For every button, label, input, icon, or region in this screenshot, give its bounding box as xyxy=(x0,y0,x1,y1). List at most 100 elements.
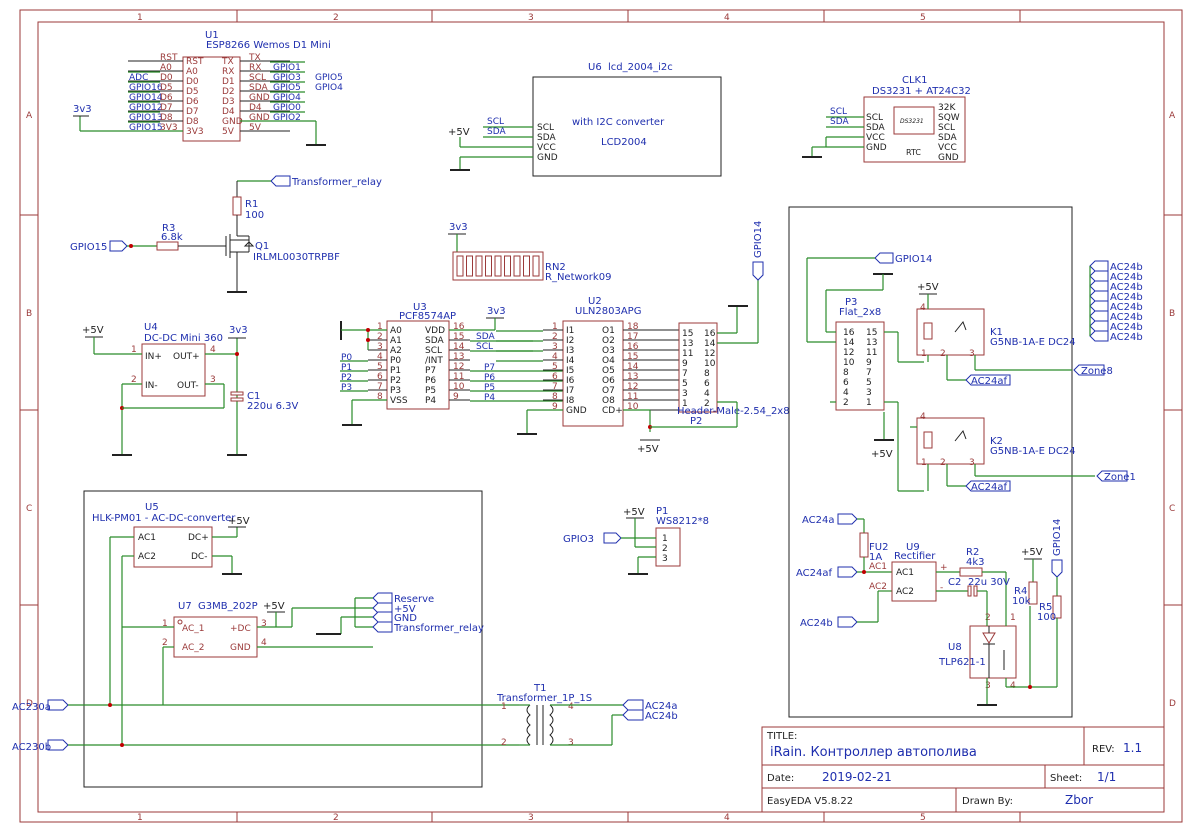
u5-pin-dcplus: DC+ xyxy=(188,533,209,543)
u6-line1: with I2C converter xyxy=(572,117,665,128)
u8-name: TLP621-1 xyxy=(938,657,986,668)
p3-left-num: 2 xyxy=(843,398,849,408)
bus-net-label: AC24b xyxy=(1110,292,1143,303)
u2-right-num: 14 xyxy=(627,362,639,372)
u7-num-2: 2 xyxy=(162,638,168,648)
u8-num-3: 3 xyxy=(985,681,991,691)
u1-right-net: GPIO5 xyxy=(273,83,301,93)
u3-left-pin: A2 xyxy=(390,346,402,356)
u6-lcd[interactable]: U6 lcd_2004_i2c with I2C converter LCD20… xyxy=(448,62,722,177)
clk1-label: RTC xyxy=(906,148,921,157)
u7-net-label: GND xyxy=(394,613,417,624)
t1-transformer[interactable]: T1 Transformer_1P_1S 1 2 4 3 AC24a AC24b xyxy=(496,683,678,748)
u7-pin-gnd: GND xyxy=(230,643,251,653)
r5-value: 100 xyxy=(1037,612,1056,623)
u2-left-num: 9 xyxy=(552,402,558,412)
frame-col-bottom-2: 2 xyxy=(333,813,339,823)
mains-input[interactable]: AC230a AC230b xyxy=(12,699,519,753)
bus-net-label: AC24b xyxy=(1110,322,1143,333)
rev-label: REV: xyxy=(1092,744,1115,755)
u6-line2: LCD2004 xyxy=(601,137,647,148)
u2-right-num: 12 xyxy=(627,382,638,392)
u1-right-net: GPIO2 xyxy=(273,113,301,123)
u5-5v: +5V xyxy=(228,516,250,527)
u6-net-sda: SDA xyxy=(487,127,506,137)
u5-hlk[interactable]: U5 HLK-PM01 - AC-DC-converter AC1 AC2 DC… xyxy=(92,502,250,745)
u3-right-net: SDA xyxy=(476,332,495,342)
u7-ssr[interactable]: U7 G3MB_202P AC_1 AC_2 +DC GND 1 2 3 4 +… xyxy=(122,592,484,705)
u2-5v: +5V xyxy=(637,444,659,455)
p1-led-connector[interactable]: P1 WS8212*8 1 2 3 +5V GPIO3 xyxy=(563,506,709,575)
u2-left-num: 5 xyxy=(552,362,558,372)
rn2-value: R_Network09 xyxy=(545,272,611,283)
bus-net-flag xyxy=(1089,280,1109,292)
k1-relay[interactable]: K1 G5NB-1A-E DC24 4 1 2 3 +5V AC24af Zon… xyxy=(916,282,1113,387)
u1-left-net: GPIO14 xyxy=(129,93,163,103)
drawn-by-label: Drawn By: xyxy=(962,796,1013,807)
u1-left-net: GPIO15 xyxy=(129,123,163,133)
u3-right-pin: SDA xyxy=(425,336,444,346)
p2-right-num: 10 xyxy=(704,359,716,369)
frame-col-bottom-5: 5 xyxy=(920,813,926,823)
sensor-net-gpio14: GPIO14 xyxy=(1052,519,1063,556)
title-text: iRain. Контроллер автополива xyxy=(770,745,977,760)
u1-left-inner: 3V3 xyxy=(186,127,204,137)
q1-value: IRLML0030TRPBF xyxy=(253,252,340,263)
clk1-ref: CLK1 xyxy=(902,75,927,86)
u3-right-num: 9 xyxy=(453,392,459,402)
rn2-resistor-network[interactable]: 3v3 RN2 R_Network09 xyxy=(448,222,611,283)
p2-right-num: 16 xyxy=(704,329,716,339)
rn2-cell xyxy=(532,255,540,277)
relay-driver[interactable]: Transformer_relay R1 100 Q1 IRLML0030TRP… xyxy=(70,175,382,293)
k1-ref: K1 xyxy=(990,327,1003,338)
rn2-cell xyxy=(513,255,521,277)
net-ac230b: AC230b xyxy=(12,742,51,753)
rn2-cell xyxy=(494,255,502,277)
p1-name: WS8212*8 xyxy=(656,516,709,527)
bus-net-label: AC24b xyxy=(1110,302,1143,313)
k2-relay[interactable]: K2 G5NB-1A-E DC24 4 1 2 3 AC24af Zone1 xyxy=(910,412,1136,493)
u1-right-inner: GND xyxy=(222,117,243,127)
u3-left-net: P3 xyxy=(341,383,352,393)
u1-left-inner: D5 xyxy=(186,87,199,97)
frame-col-bottom-1: 1 xyxy=(137,813,143,823)
p2-name: Header-Male-2.54_2x8 xyxy=(677,406,790,417)
u3-name: PCF8574AP xyxy=(399,311,456,322)
u7-5v: +5V xyxy=(263,601,285,612)
clk1-rtc[interactable]: DS3231 RTC CLK1 DS3231 + AT24C32 SCLSDAV… xyxy=(802,75,971,163)
u1-left-inner: D0 xyxy=(186,77,199,87)
frame-col-bottom-4: 4 xyxy=(724,813,730,823)
u3-right-num: 14 xyxy=(453,342,465,352)
u3-left-pin: VSS xyxy=(390,396,408,406)
frame-row-left-a: A xyxy=(26,111,33,121)
bus-net-flag xyxy=(1089,290,1109,302)
p2-right-num: 14 xyxy=(704,339,716,349)
bus-net-label: AC24b xyxy=(1110,262,1143,273)
u1-right-pin: GND xyxy=(249,93,270,103)
clk1-right-pin: GND xyxy=(938,153,959,163)
bus-net-flag xyxy=(1089,270,1109,282)
u1-right-inner: RX xyxy=(222,67,234,77)
p2-right-num: 4 xyxy=(704,389,710,399)
u1-left-inner: D8 xyxy=(186,117,199,127)
fu2-value: 1A xyxy=(869,552,882,563)
u1-right-pin: 5V xyxy=(249,123,262,133)
u3-right-pin: /INT xyxy=(425,356,443,366)
u2-left-pin: I8 xyxy=(566,396,575,406)
u4-dcdc[interactable]: U4 DC-DC Mini 360 IN+ IN- OUT+ OUT- 1 2 … xyxy=(82,322,299,456)
p3-left-num: 10 xyxy=(843,358,855,368)
ac-sensor[interactable]: AC24a FU2 1A AC24af AC24b U9 Rectifier A… xyxy=(796,513,1063,706)
sensor-net-ac24a: AC24a xyxy=(802,515,835,526)
u4-num-3: 3 xyxy=(210,375,216,385)
k2-name: G5NB-1A-E DC24 xyxy=(990,446,1076,457)
u2-left-pin: I4 xyxy=(566,356,575,366)
rn2-cell xyxy=(475,255,483,277)
u1-right-pin: D4 xyxy=(249,103,262,113)
u3-right-num: 12 xyxy=(453,362,464,372)
